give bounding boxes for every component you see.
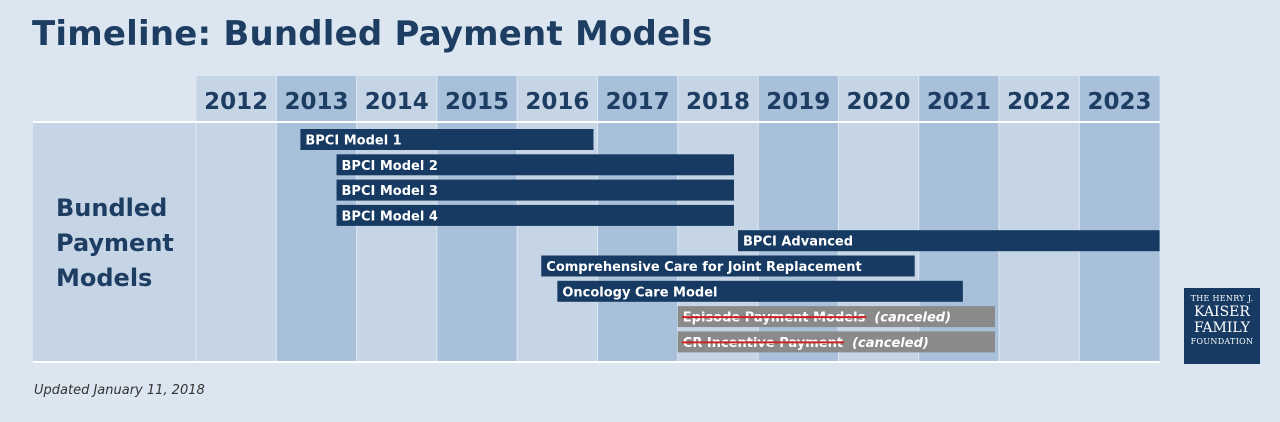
bar-bpci-advanced xyxy=(738,230,1160,252)
logo-line-1: THE HENRY J. xyxy=(1190,294,1254,303)
year-label-2013: 2013 xyxy=(284,89,348,115)
year-label-2021: 2021 xyxy=(927,89,991,115)
row-label-line: Bundled xyxy=(56,194,167,222)
row-label-line: Payment xyxy=(56,229,174,257)
year-labels: 2012 2013 2014 2015 2016 2017 2018 2019 2020 2021… xyxy=(204,89,1151,115)
bar-bpci-model-4 xyxy=(336,204,735,226)
bar-label-bpci-model-1: BPCI Model 1 xyxy=(305,134,401,149)
logo-line-2: KAISER xyxy=(1194,304,1250,320)
logo-line-4: FOUNDATION xyxy=(1190,337,1254,346)
year-label-2022: 2022 xyxy=(1007,89,1071,115)
year-band-2022 xyxy=(999,76,1080,362)
year-label-2020: 2020 xyxy=(847,89,911,115)
year-label-2019: 2019 xyxy=(766,89,830,115)
bar-label-bpci-model-2: BPCI Model 2 xyxy=(342,159,438,174)
year-label-2012: 2012 xyxy=(204,89,268,115)
bar-label-bpci-model-4: BPCI Model 4 xyxy=(342,209,438,224)
year-band-2012 xyxy=(196,76,277,362)
bar-label-bpci-model-3: BPCI Model 3 xyxy=(342,184,438,199)
year-label-2015: 2015 xyxy=(445,89,509,115)
bar-label-comprehensive-care-for-joint-replacement: Comprehensive Care for Joint Replacement xyxy=(546,260,861,275)
bar-bpci-model-3 xyxy=(336,179,735,201)
bar-label-bpci-advanced: BPCI Advanced xyxy=(743,235,853,250)
bar-comprehensive-care-for-joint-replacement xyxy=(541,255,915,277)
year-label-2016: 2016 xyxy=(525,89,589,115)
year-label-2017: 2017 xyxy=(606,89,670,115)
year-label-2014: 2014 xyxy=(365,89,429,115)
bar-label-oncology-care-model: Oncology Care Model xyxy=(562,285,717,300)
footnote: Updated January 11, 2018 xyxy=(34,383,205,398)
bar-oncology-care-model xyxy=(557,280,963,302)
bar-bpci-model-1 xyxy=(300,129,594,150)
bar-note-episode-payment-models: (canceled) xyxy=(874,311,951,326)
year-label-2018: 2018 xyxy=(686,89,750,115)
chart-title: Timeline: Bundled Payment Models xyxy=(32,14,713,54)
kff-logo: THE HENRY J. KAISER FAMILY FOUNDATION xyxy=(1184,288,1260,364)
timeline-bars: BPCI Model 1 BPCI Model 2 BPCI Model 3 BPCI… xyxy=(300,129,1160,353)
row-label-panel xyxy=(33,122,196,362)
bar-bpci-model-2 xyxy=(336,154,735,176)
logo-line-3: FAMILY xyxy=(1193,320,1251,336)
year-label-2023: 2023 xyxy=(1087,89,1151,115)
bar-note-cr-incentive-payment: (canceled) xyxy=(852,336,929,351)
row-label-line: Models xyxy=(56,264,152,292)
year-band-2023 xyxy=(1079,76,1160,362)
